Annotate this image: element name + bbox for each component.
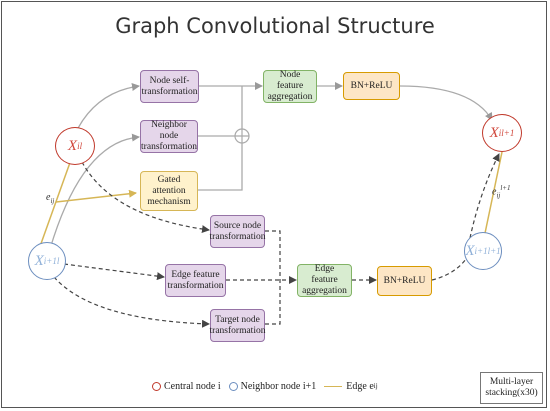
target-node-transformation-box: Target node transformation bbox=[210, 309, 265, 342]
arrow-bottom-to-xiout bbox=[469, 153, 500, 239]
node-feature-aggregation-box: Node feature aggregation bbox=[263, 70, 317, 103]
gated-attention-box: Gated attention mechanism bbox=[140, 171, 198, 211]
arrow-bn-to-xiout bbox=[399, 85, 493, 121]
edge-feature-aggregation-box: Edge feature aggregation bbox=[297, 264, 352, 297]
line-gated-to-plus bbox=[197, 143, 243, 191]
line-target-to-agg bbox=[265, 280, 281, 325]
bn-relu-top-box: BN+ReLU bbox=[343, 72, 400, 100]
edge-line-ij bbox=[37, 156, 73, 253]
blue-circle-icon bbox=[228, 381, 238, 391]
node-self-transformation-box: Node self-transformation bbox=[140, 70, 199, 103]
legend-central-node: Central node i bbox=[152, 381, 221, 392]
arrow-xj-to-edgefeat bbox=[63, 263, 165, 281]
neighbor-node-transformation-box: Neighbor node transformation bbox=[140, 120, 198, 153]
edge-feature-transformation-box: Edge feature transformation bbox=[165, 264, 226, 297]
arrow-xi-to-source bbox=[81, 161, 210, 234]
edge-label-eij: eij bbox=[46, 192, 55, 205]
source-node-transformation-box: Source node transformation bbox=[210, 215, 265, 248]
bn-relu-bottom-box: BN+ReLU bbox=[377, 266, 432, 296]
arrow-xj-to-neighbor bbox=[49, 133, 140, 250]
legend-neighbor-node: Neighbor node i+1 bbox=[228, 381, 316, 392]
red-circle-icon bbox=[152, 381, 161, 391]
multi-layer-stacking-note: Multi-layer stacking(x30) bbox=[480, 372, 543, 404]
edge-label-eij-out: eijl+1 bbox=[492, 184, 511, 200]
diagram-title: Graph Convolutional Structure bbox=[115, 14, 435, 38]
arrow-edge-to-gated bbox=[55, 189, 137, 203]
yellow-line-icon bbox=[324, 385, 343, 387]
arrow-xj-to-target bbox=[53, 276, 210, 328]
line-source-to-agg bbox=[265, 230, 281, 280]
arrow-xi-to-self bbox=[76, 83, 140, 131]
edge-line-out bbox=[483, 151, 503, 239]
